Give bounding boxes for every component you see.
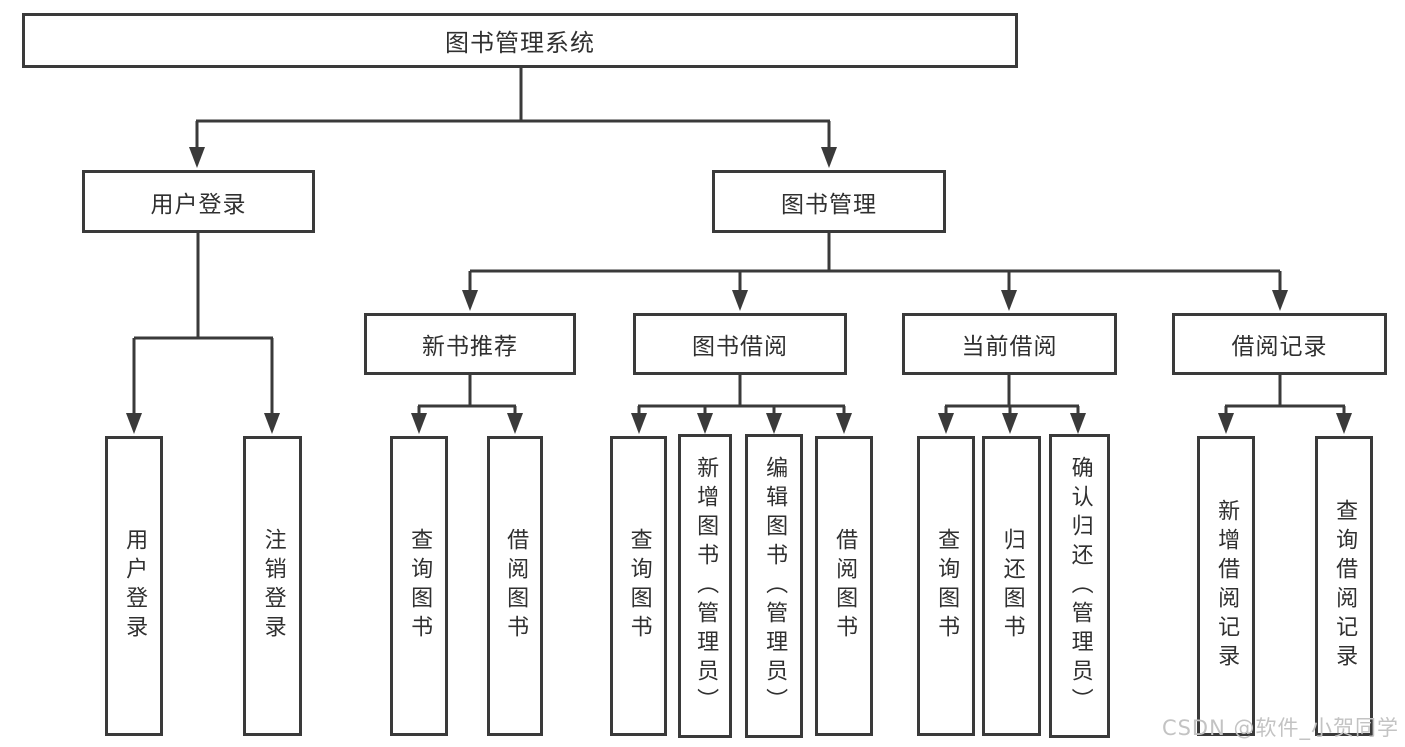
node-label: 用户登录 <box>122 528 148 644</box>
node-label: 借阅图书 <box>832 528 858 644</box>
node-label: 新增借阅记录 <box>1214 499 1240 673</box>
leaf-query-books-1: 查询图书 <box>390 436 448 736</box>
leaf-logout: 注销登录 <box>243 436 302 736</box>
node-label: 用户登录 <box>150 191 247 218</box>
leaf-borrow-books-2: 借阅图书 <box>815 436 873 736</box>
node-new-book-recommend: 新书推荐 <box>364 313 576 375</box>
node-label: 图书借阅 <box>692 334 788 360</box>
node-label: 查询图书 <box>626 528 652 644</box>
leaf-query-borrow-record: 查询借阅记录 <box>1315 436 1373 736</box>
node-borrow-records: 借阅记录 <box>1172 313 1387 375</box>
node-book-borrow: 图书借阅 <box>633 313 847 375</box>
node-library-system: 图书管理系统 <box>22 13 1018 68</box>
node-label: 查询图书 <box>407 528 433 644</box>
leaf-return-books: 归还图书 <box>982 436 1041 736</box>
node-label: 借阅图书 <box>503 528 529 644</box>
node-label: 新增图书（管理员） <box>693 455 719 717</box>
leaf-add-books-admin: 新增图书（管理员） <box>678 434 732 738</box>
leaf-edit-books-admin: 编辑图书（管理员） <box>745 434 803 738</box>
leaf-user-login: 用户登录 <box>105 436 163 736</box>
node-label: 图书管理系统 <box>445 29 595 57</box>
leaf-query-books-3: 查询图书 <box>917 436 975 736</box>
node-label: 当前借阅 <box>961 334 1058 360</box>
node-label: 归还图书 <box>999 528 1025 644</box>
leaf-confirm-return-admin: 确认归还（管理员） <box>1049 434 1110 738</box>
node-book-management: 图书管理 <box>712 170 946 233</box>
node-label: 查询图书 <box>934 528 960 644</box>
node-label: 确认归还（管理员） <box>1067 455 1093 717</box>
csdn-watermark: CSDN @软件_小贺同学 <box>1161 716 1399 740</box>
node-label: 编辑图书（管理员） <box>762 455 788 717</box>
node-label: 新书推荐 <box>422 334 518 360</box>
node-label: 借阅记录 <box>1231 334 1328 360</box>
node-user-login: 用户登录 <box>82 170 315 233</box>
node-label: 注销登录 <box>260 528 286 644</box>
node-label: 查询借阅记录 <box>1332 499 1358 673</box>
node-label: 图书管理 <box>781 191 877 218</box>
leaf-query-books-2: 查询图书 <box>610 436 667 736</box>
leaf-add-borrow-record: 新增借阅记录 <box>1197 436 1255 736</box>
leaf-borrow-books-1: 借阅图书 <box>487 436 543 736</box>
node-current-borrow: 当前借阅 <box>902 313 1117 375</box>
